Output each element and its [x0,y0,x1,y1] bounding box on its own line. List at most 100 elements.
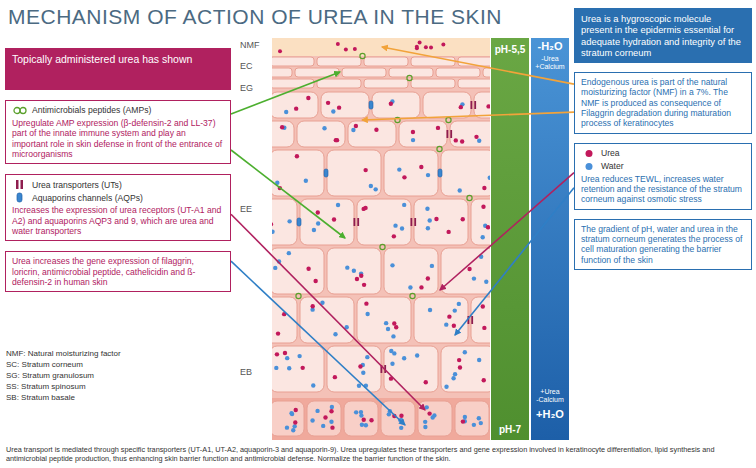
keratinocyte [348,121,396,147]
water-dot [315,409,319,413]
water-dot [425,207,429,211]
gradient-label: -Urea [531,55,569,63]
urea-transporter [471,316,473,324]
text-box: Topically administered urea has shown [5,48,231,90]
leader-arrow [362,112,574,120]
water-dot [373,187,377,191]
gradient-label: -Calcium [531,396,569,404]
water-dot [428,218,432,222]
box-text: Endogenous urea is part of the natural m… [581,77,745,129]
water-dot [322,126,326,130]
urea-dot [486,225,490,229]
amp-symbol [437,146,442,151]
water-dot [389,349,393,353]
urea-dot [272,222,273,226]
amp-symbol [380,244,385,249]
water-dot [415,353,419,357]
keratinocyte [300,199,354,245]
water-dot [274,366,278,370]
urea-dot [330,425,334,429]
ph-value: pH-5,5 [491,44,529,55]
water-dot [345,265,349,269]
box-text: Urea is a hygroscopic molecule present i… [581,13,745,58]
keratinocyte [364,57,408,66]
box-heading: Urea transporters (UTs) [32,180,122,190]
keratinocyte [414,297,468,343]
box-text: Aquaporins channels (AQPs) [32,193,143,203]
urea-dot [434,217,438,221]
urea-dot [276,331,280,335]
keratinocyte [342,68,386,77]
water-dot [423,420,427,424]
urea-dot [424,380,428,384]
urea-dot [441,42,445,46]
keratinocyte [436,68,480,77]
urea-dot [481,205,485,209]
aquaporin [438,169,442,177]
leader-arrow [440,173,574,290]
text-box: UreaWaterUrea reduces TEWL, increases wa… [574,143,752,210]
keratinocyte [300,297,354,343]
keratinocyte [317,57,361,66]
urea-dot [353,47,357,51]
water-dot [351,128,355,132]
water-dot [352,269,356,273]
urea-dot [323,415,327,419]
amp-symbol [14,108,20,114]
urea-dot [419,165,423,169]
leader-arrow [231,214,425,410]
layer-label: EG [240,84,253,94]
water-dot [386,327,390,331]
urea-dot [415,45,419,49]
water-dot [272,230,275,234]
water-dot [311,383,315,387]
urea-dot [354,124,358,128]
water-dot [393,223,397,227]
urea-dot [329,409,333,413]
water-dot [402,203,406,207]
water-dot [463,415,467,419]
box-text: Urea reduces TEWL, increases water reten… [581,174,745,205]
urea-dot [332,217,336,221]
urea-dot [399,414,403,418]
leader-arrow [382,47,574,84]
water-dot [586,163,593,170]
urea-dot [358,364,362,368]
aquaporin [324,169,328,177]
urea-dot [474,135,478,139]
water-dot [361,371,365,375]
urea-dot [336,42,340,46]
layer-label: EE [240,205,252,215]
icon-row: Urea [581,148,745,159]
urea-dot [419,285,423,289]
urea-dot [306,96,310,100]
water-dot [408,285,412,289]
urea-dot [467,267,471,271]
keratinocyte [357,199,411,245]
water-dot [477,139,481,143]
water-dot [463,350,467,354]
water-dot [369,184,373,188]
water-dot [399,426,403,430]
water-dot [411,138,415,142]
water-dot [285,425,289,429]
urea-dot [362,418,366,422]
urea-dot [586,150,593,157]
urea-dot [482,378,486,382]
water-icon [581,161,597,172]
water-dot [284,110,288,114]
urea-transporter [447,130,449,138]
keratinocyte [372,92,420,118]
amp-symbol [407,75,412,80]
amp-symbol [446,117,451,122]
amp-icon [12,105,28,116]
water-dot [426,173,430,177]
urea-dot [295,154,299,158]
urea-dot [280,125,284,129]
water-dot [331,109,335,113]
abbreviation: SS: Stratum spinosum [6,383,86,392]
leader-arrow [231,150,345,238]
leader-arrow [231,72,340,114]
keratinocyte [411,79,455,88]
urea-dot [355,277,359,281]
